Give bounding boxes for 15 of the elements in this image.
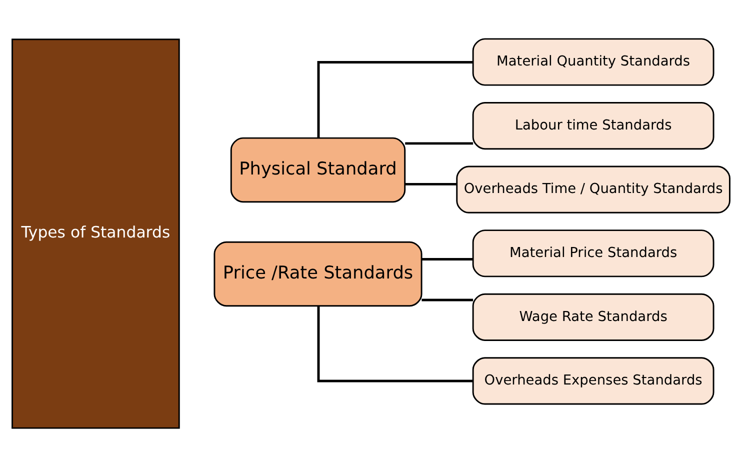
connector <box>405 142 474 145</box>
connector <box>405 182 457 186</box>
node-box: Price /Rate Standards <box>214 241 422 307</box>
connector <box>317 306 473 382</box>
node-box: Overheads Time / Quantity Standards <box>456 166 730 214</box>
node-box: Overheads Expenses Standards <box>472 357 714 405</box>
node-box: Labour time Standards <box>472 102 714 150</box>
node-box: Types of Standards <box>12 38 180 429</box>
node-box: Physical Standard <box>230 137 406 203</box>
node-box: Wage Rate Standards <box>472 293 714 341</box>
connector <box>422 298 474 302</box>
connector <box>422 258 474 260</box>
node-box: Material Quantity Standards <box>472 38 714 86</box>
node-box: Material Price Standards <box>472 230 714 278</box>
connector <box>317 61 473 138</box>
